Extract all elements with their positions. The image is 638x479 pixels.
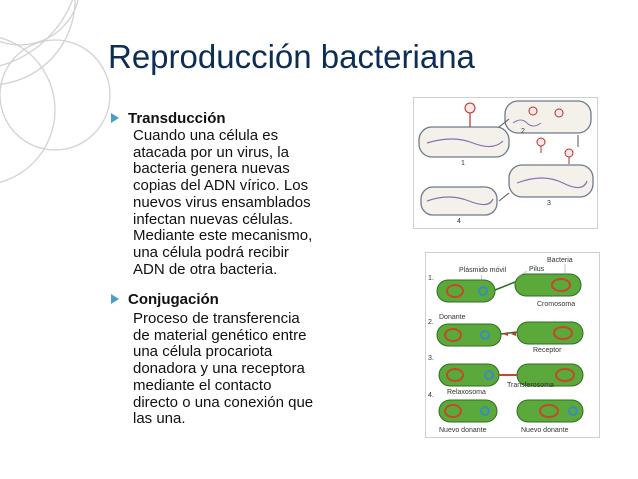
transduction-step-number: 2 <box>521 128 525 135</box>
label-transferosoma: Transferosoma <box>507 382 554 389</box>
label-pilus: Pilus <box>529 266 545 273</box>
conjugation-diagram: 1. 2. 3. 4. Bacteria Plásmido móvil Pilu… <box>425 252 600 438</box>
section-heading-transduccion: Transducción <box>128 110 226 127</box>
transduction-step-number: 1 <box>461 160 465 167</box>
bullet-marker <box>111 294 119 304</box>
page-title: Reproducción bacteriana <box>108 38 475 75</box>
label-receptor: Receptor <box>533 347 562 354</box>
label-relaxosoma: Relaxosoma <box>447 389 486 396</box>
conjugation-step-number: 1. <box>428 275 434 282</box>
transduction-step-number: 3 <box>547 200 551 207</box>
label-bacteria: Bacteria <box>547 257 573 264</box>
label-nuevo-donante: Nuevo donante <box>521 427 569 434</box>
label-plasmido-movil: Plásmido móvil <box>459 267 507 274</box>
section-heading-conjugacion: Conjugación <box>128 291 219 308</box>
bullet-marker <box>111 113 119 123</box>
section-text-transduccion: Cuando una célula es atacada por un viru… <box>133 127 313 278</box>
conjugation-step-number: 4. <box>428 392 434 399</box>
label-nuevo-donante: Nuevo donante <box>439 427 487 434</box>
conjugation-step-number: 2. <box>428 319 434 326</box>
label-donante: Donante <box>439 314 466 321</box>
label-cromosoma: Cromosoma <box>537 301 575 308</box>
transduction-diagram: 1 2 3 4 <box>413 97 598 229</box>
section-text-conjugacion: Proceso de transferencia de material gen… <box>133 310 314 428</box>
conjugation-step-number: 3. <box>428 355 434 362</box>
transduction-step-number: 4 <box>457 218 461 225</box>
